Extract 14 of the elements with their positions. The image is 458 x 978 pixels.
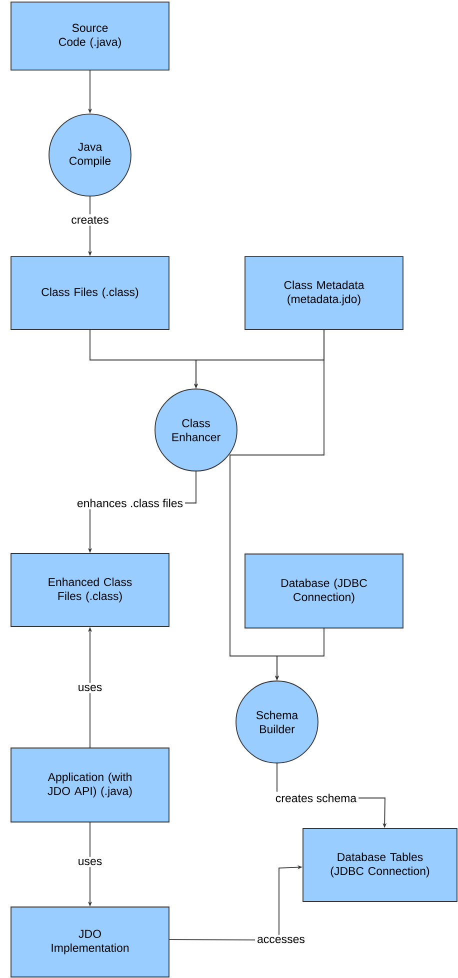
process-box: Source Code (.java) [10,2,170,70]
process-box: Database (JDBC Connection) [244,554,404,628]
edge-label: creates schema [273,792,359,804]
process-box: Class Files (.class) [10,256,170,330]
edge-label: accesses [255,934,307,946]
process-box: Application (with JDO API) (.java) [10,748,170,822]
process-box: Class Metadata (metadata.jdo) [244,256,404,330]
edge-label: uses [76,856,104,868]
edge-label: creates [69,214,111,226]
edge-label: enhances .class files [74,496,186,510]
edge-label: uses [76,682,104,694]
process-box: Enhanced Class Files (.class) [10,553,170,627]
process-box: Database Tables (JDBC Connection) [302,828,458,902]
process-box: JDO Implementation [10,906,170,978]
